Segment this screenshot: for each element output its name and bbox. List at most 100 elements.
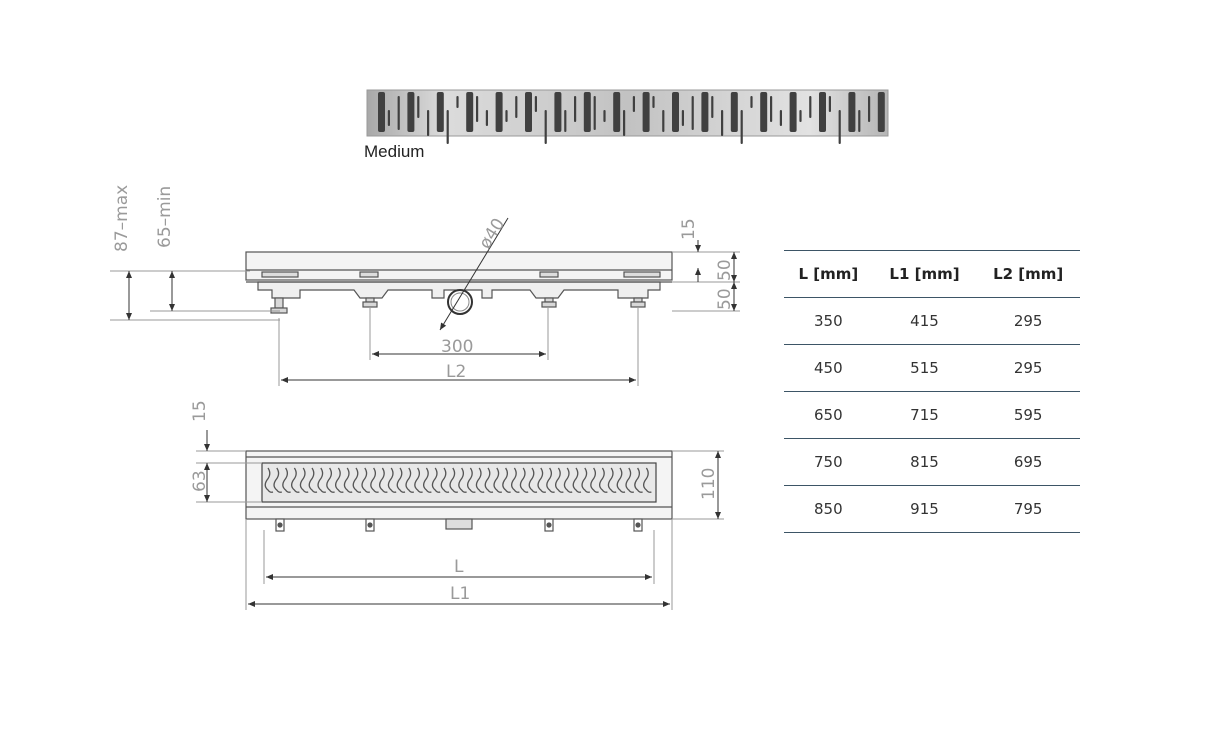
dim-outlet-span: 300 — [441, 337, 473, 357]
grate-slot — [652, 96, 655, 108]
dim-side-mid: 50 — [715, 259, 735, 281]
wave-slot — [423, 467, 432, 493]
wave-slot — [387, 467, 397, 493]
wave-slot — [431, 467, 441, 493]
grate-slot — [681, 110, 684, 126]
wave-slot — [458, 467, 467, 493]
grate-slot — [476, 96, 479, 122]
wave-slot — [361, 467, 371, 493]
dim-height-min: 65–min — [155, 186, 175, 248]
table-header-row: L [mm] L1 [mm] L2 [mm] — [784, 250, 1080, 298]
cell-l: 750 — [784, 438, 873, 486]
grate-slot — [750, 96, 753, 108]
wave-slot — [493, 467, 503, 493]
header-l: L [mm] — [784, 250, 873, 298]
table-row: 850 915 795 — [784, 485, 1080, 533]
wave-slot — [317, 467, 327, 493]
wave-slot — [537, 467, 547, 493]
grate-slot — [711, 96, 714, 118]
wave-slot — [607, 467, 617, 493]
wave-slot — [634, 467, 643, 493]
table-row: 450 515 295 — [784, 344, 1080, 392]
grate-slot — [868, 96, 871, 122]
wave-slot — [440, 467, 450, 493]
wave-slot — [475, 467, 485, 493]
grate-slot — [632, 96, 635, 112]
grate-slot — [534, 96, 537, 112]
grate-slot — [593, 96, 596, 130]
grate-slot — [858, 110, 861, 132]
wave-slot — [308, 467, 318, 493]
grate-slot — [544, 110, 547, 144]
grate-slot — [564, 110, 567, 132]
wave-slot — [343, 467, 353, 493]
plan-view-dimensions — [196, 430, 724, 610]
wave-slot — [326, 467, 335, 493]
grate-slot — [525, 92, 532, 132]
grate-slot — [554, 92, 562, 132]
grate-slot — [485, 110, 488, 126]
cell-l2: 595 — [976, 391, 1080, 439]
wave-slot — [335, 467, 344, 493]
wave-slot — [625, 467, 635, 493]
wave-slot — [370, 467, 379, 493]
grate-slot — [828, 96, 831, 112]
wave-slot — [299, 467, 309, 493]
wave-slot — [484, 467, 494, 493]
wave-slot — [519, 467, 529, 493]
grate-slot — [838, 110, 841, 144]
grate-slot — [583, 92, 591, 132]
dimension-table: L [mm] L1 [mm] L2 [mm] 350 415 295 450 5… — [784, 250, 1080, 533]
wave-slot — [511, 467, 520, 493]
grate-slot — [417, 96, 420, 118]
wave-slot — [396, 467, 406, 493]
grate-slot — [495, 92, 503, 132]
wave-slot — [264, 467, 274, 493]
wave-slot — [555, 467, 564, 493]
table-row: 350 415 295 — [784, 297, 1080, 345]
table-row: 650 715 595 — [784, 391, 1080, 439]
dim-side-low: 50 — [715, 288, 735, 310]
cell-l1: 715 — [872, 391, 977, 439]
cell-l1: 415 — [872, 297, 977, 345]
cell-l1: 815 — [872, 438, 977, 486]
grate-slot — [770, 96, 773, 122]
wave-slot — [449, 467, 459, 493]
grate-slot — [456, 96, 459, 108]
grate-slot — [574, 96, 577, 122]
dim-plan-top: 15 — [190, 400, 210, 422]
grate-slot — [691, 96, 694, 130]
grate-slot — [799, 110, 802, 122]
grate-slot — [407, 92, 415, 132]
grate-slot — [779, 110, 782, 126]
grate-slot — [515, 96, 518, 118]
wave-slot — [502, 467, 511, 493]
wave-slot — [546, 467, 555, 493]
grate-slot — [446, 110, 449, 144]
wave-slot — [643, 467, 652, 493]
grate-slot — [672, 92, 679, 132]
cell-l: 350 — [784, 297, 873, 345]
grate-slot — [701, 92, 709, 132]
wave-slot — [599, 467, 608, 493]
grate-slot — [623, 110, 626, 136]
plan-view — [245, 450, 673, 532]
wave-slot — [379, 467, 388, 493]
cell-l2: 295 — [976, 344, 1080, 392]
wave-slot — [572, 467, 582, 493]
table-row: 750 815 695 — [784, 438, 1080, 486]
grate-slot — [789, 92, 797, 132]
grate-slot — [760, 92, 768, 132]
wave-slot — [616, 467, 626, 493]
dim-plan-height: 110 — [699, 468, 719, 500]
cell-l2: 695 — [976, 438, 1080, 486]
wave-slot — [273, 467, 283, 493]
grate-slot — [848, 92, 856, 132]
dim-height-max: 87–max — [112, 185, 132, 252]
wave-slot — [352, 467, 362, 493]
side-view-dimensions — [110, 217, 740, 386]
grate-slot — [613, 92, 621, 132]
wave-slot — [563, 467, 573, 493]
grate-slot — [642, 92, 650, 132]
